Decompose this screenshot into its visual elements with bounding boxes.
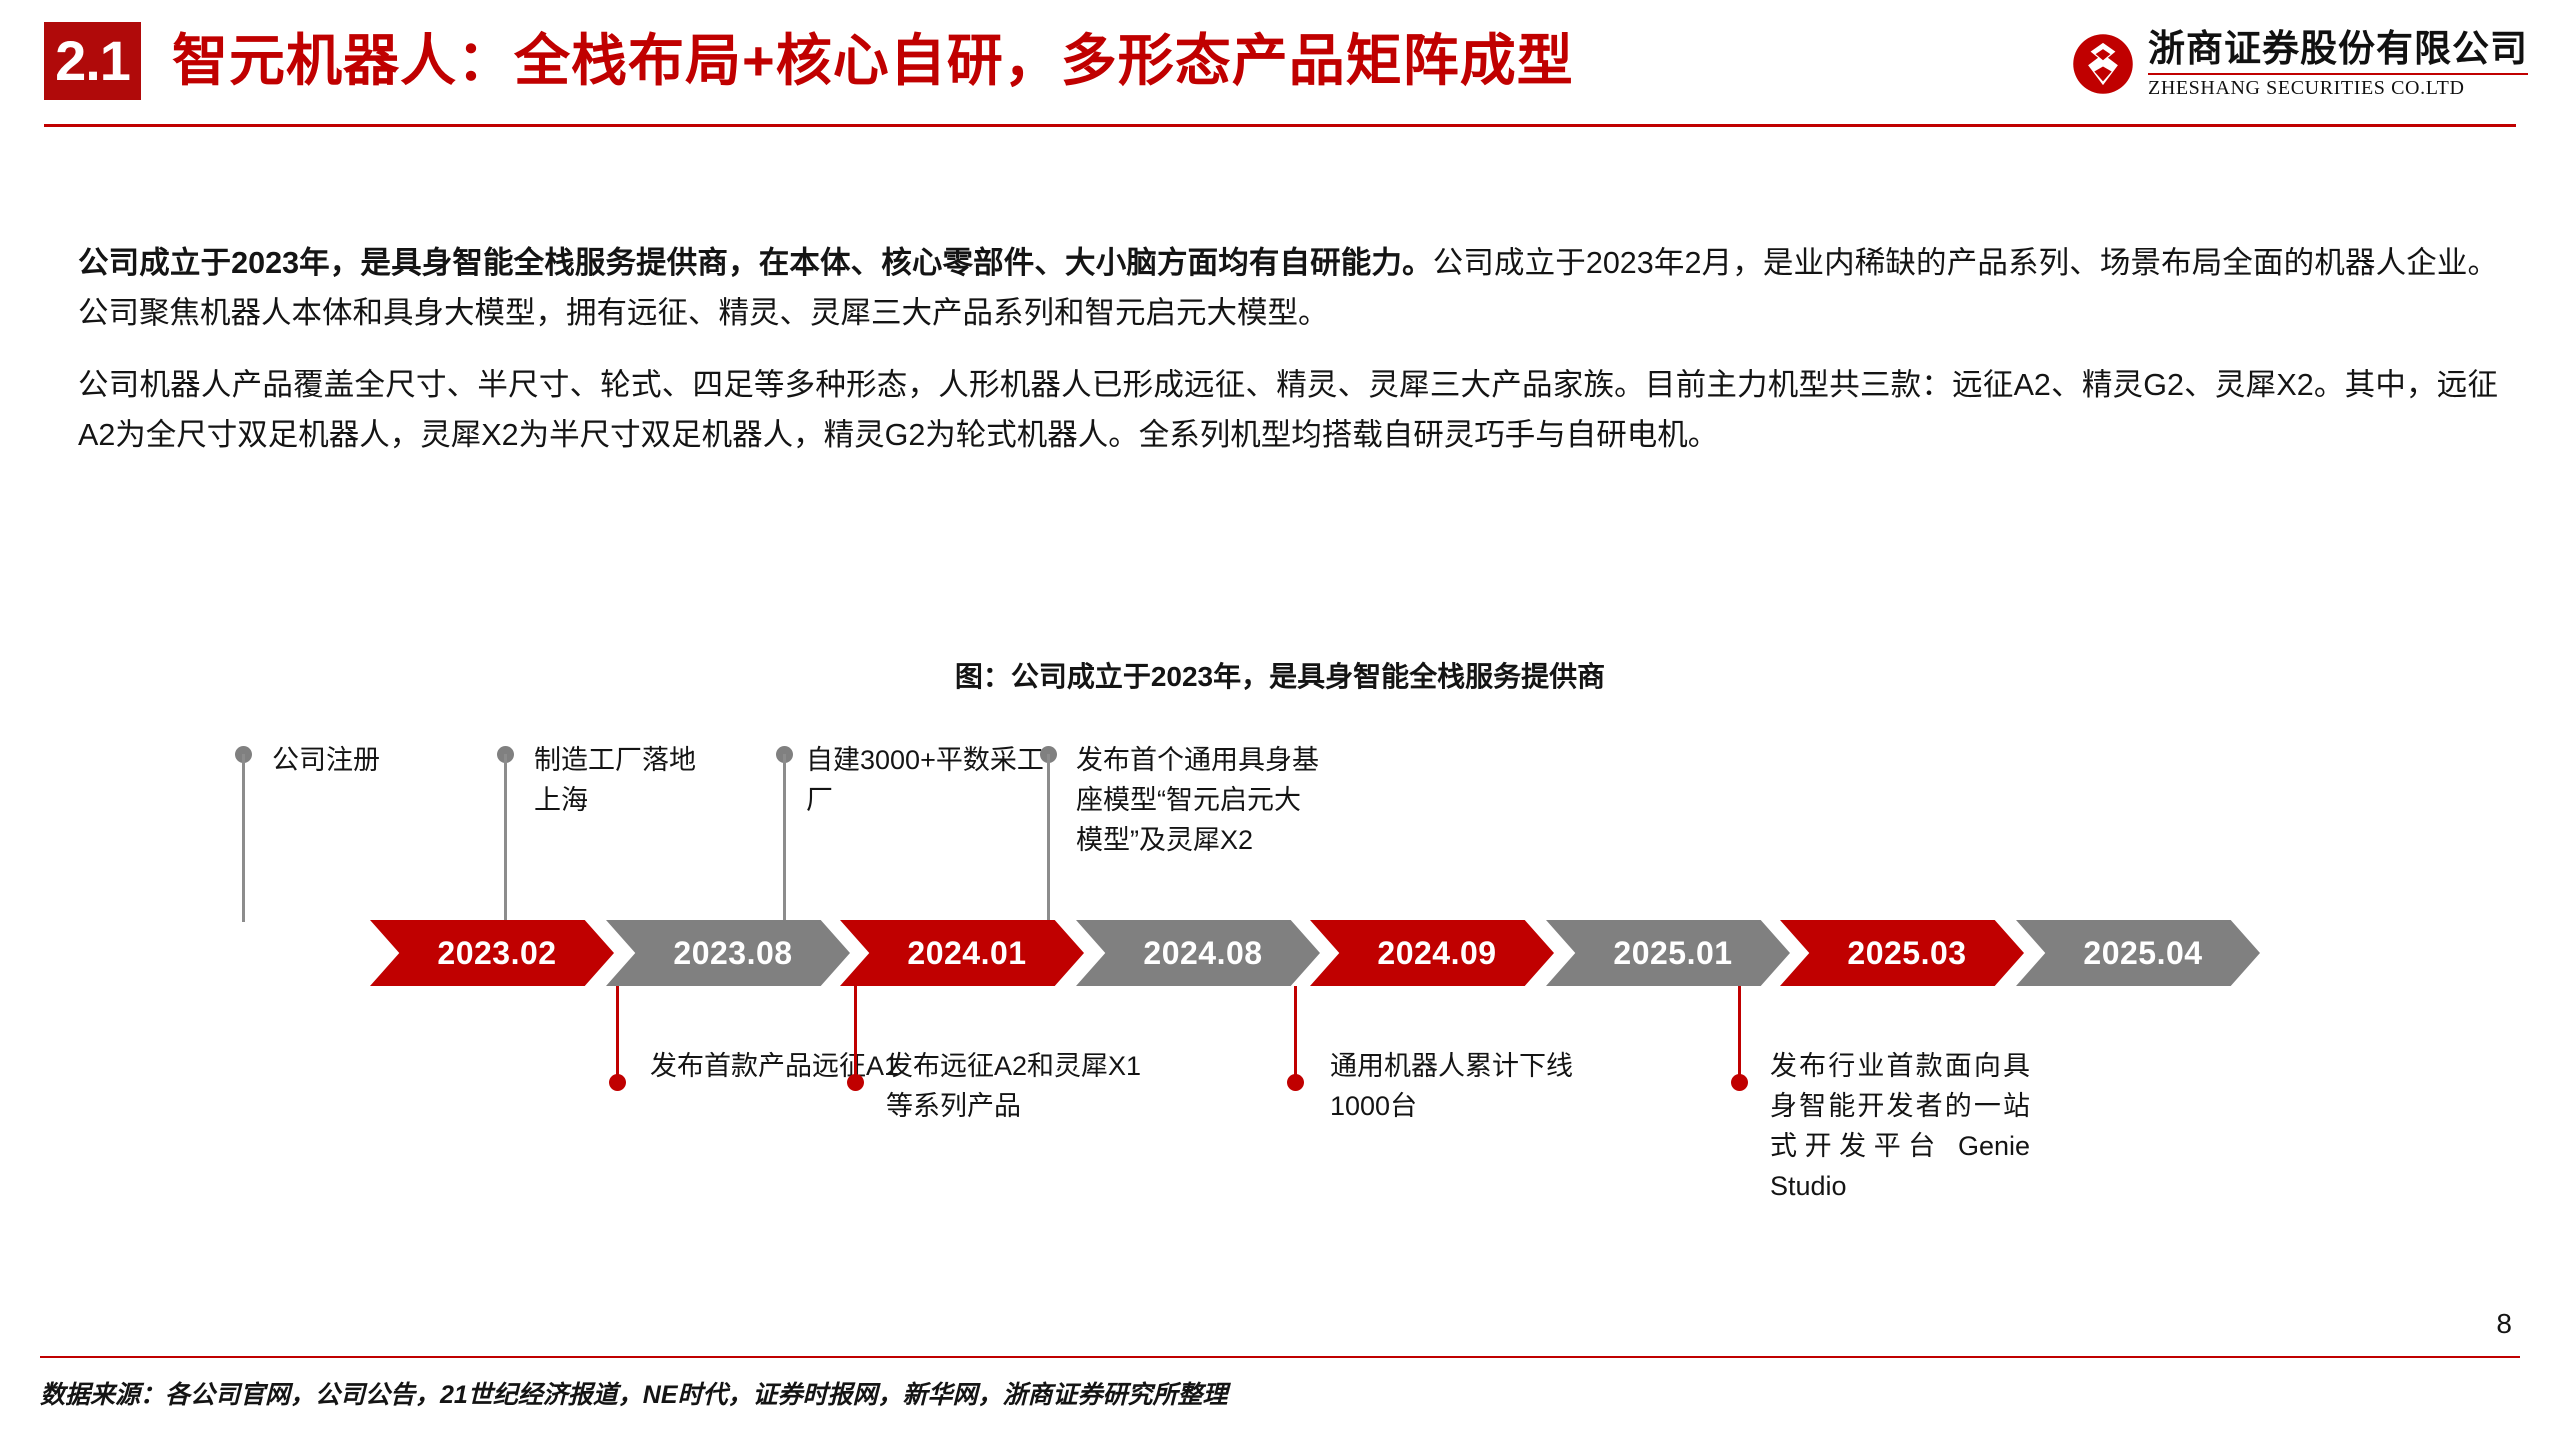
timeline-label-below-4: 发布行业首款面向具身智能开发者的一站式开发平台 Genie Studio — [1770, 1051, 2030, 1201]
header-divider — [44, 124, 2516, 127]
timeline-chevron-2[interactable]: 2023.08 — [606, 920, 850, 986]
timeline-stem-3 — [504, 754, 507, 922]
timeline-date-1: 2023.02 — [437, 934, 557, 971]
timeline-date-6: 2025.01 — [1613, 934, 1733, 971]
paragraph-1-lead: 公司成立于2023年，是具身智能全栈服务提供商，在本体、核心零部件、大小脑方面均… — [78, 246, 1433, 280]
timeline-date-5: 2024.09 — [1377, 934, 1497, 971]
section-number-badge: 2.1 — [44, 22, 141, 100]
timeline-chevron-8[interactable]: 2025.04 — [2016, 920, 2260, 986]
timeline-chevron-6[interactable]: 2025.01 — [1546, 920, 1790, 986]
logo-underline — [2148, 73, 2528, 75]
timeline-stem-6 — [1294, 986, 1297, 1080]
timeline-chevron-7[interactable]: 2025.03 — [1780, 920, 2024, 986]
timeline-stem-2 — [616, 986, 619, 1080]
timeline-node-dot-4 — [847, 1074, 864, 1091]
paragraph-1: 公司成立于2023年，是具身智能全栈服务提供商，在本体、核心零部件、大小脑方面均… — [78, 238, 2498, 338]
timeline-chevron-1[interactable]: 2023.02 — [370, 920, 614, 986]
page-number: 8 — [2496, 1308, 2512, 1339]
source-note: 数据来源：各公司官网，公司公告，21世纪经济报道，NE时代，证券时报网，新华网，… — [40, 1381, 1228, 1409]
timeline-label-below-1: 发布首款产品远征A1 — [650, 1051, 900, 1081]
timeline-date-4: 2024.08 — [1143, 934, 1263, 971]
timeline-stem-1 — [242, 754, 245, 922]
timeline-label-above-2: 制造工厂落地 上海 — [534, 745, 696, 815]
timeline-chevron-3[interactable]: 2024.01 — [840, 920, 1084, 986]
timeline-stem-8 — [1738, 986, 1741, 1080]
timeline-stem-4 — [854, 986, 857, 1080]
timeline-label-above-3: 自建3000+平数采工厂 — [806, 745, 1044, 815]
timeline-label-above-1: 公司注册 — [272, 745, 380, 775]
timeline-node-dot-8 — [1731, 1074, 1748, 1091]
timeline-node-dot-6 — [1287, 1074, 1304, 1091]
footer-divider — [40, 1356, 2520, 1358]
timeline-date-7: 2025.03 — [1847, 934, 1967, 971]
timeline-date-3: 2024.01 — [907, 934, 1027, 971]
timeline-chevron-5[interactable]: 2024.09 — [1310, 920, 1554, 986]
timeline-date-8: 2025.04 — [2083, 934, 2203, 971]
timeline-chevron-row: 2023.02 2023.08 2024.01 2024.08 2024.09 … — [370, 920, 2260, 986]
body-copy: 公司成立于2023年，是具身智能全栈服务提供商，在本体、核心零部件、大小脑方面均… — [78, 238, 2498, 482]
timeline-stem-7 — [1047, 754, 1050, 922]
timeline-chart: 公司注册 制造工厂落地 上海 自建3000+平数采工厂 发布首个通用具身基座模型… — [0, 740, 2560, 1300]
logo-company-cn: 浙商证券股份有限公司 — [2148, 29, 2528, 70]
logo-text-block: 浙商证券股份有限公司 ZHESHANG SECURITIES CO.LTD — [2148, 29, 2528, 99]
paragraph-1-rest: 公司成立于2023年2月，是业内稀缺的产品系列、场景布局全面的机器人企业。公司聚… — [78, 246, 2498, 330]
timeline-stem-5 — [783, 754, 786, 922]
timeline-chevron-4[interactable]: 2024.08 — [1076, 920, 1320, 986]
zheshang-securities-logo-icon — [2073, 34, 2133, 94]
timeline-label-above-4: 发布首个通用具身基座模型“智元启元大模型”及灵犀X2 — [1076, 745, 1319, 855]
slide-header: 2.1 智元机器人：全栈布局+核心自研，多形态产品矩阵成型 浙商证券股份有限公司… — [0, 0, 2560, 152]
timeline-label-below-3: 通用机器人累计下线1000台 — [1330, 1051, 1573, 1121]
timeline-date-2: 2023.08 — [673, 934, 793, 971]
logo-company-en: ZHESHANG SECURITIES CO.LTD — [2148, 77, 2465, 99]
paragraph-2: 公司机器人产品覆盖全尺寸、半尺寸、轮式、四足等多种形态，人形机器人已形成远征、精… — [78, 368, 2498, 452]
timeline-label-below-2: 发布远征A2和灵犀X1等系列产品 — [886, 1051, 1142, 1121]
page-title: 智元机器人：全栈布局+核心自研，多形态产品矩阵成型 — [172, 29, 1574, 92]
company-logo: 浙商证券股份有限公司 ZHESHANG SECURITIES CO.LTD — [2072, 24, 2528, 104]
figure-title: 图：公司成立于2023年，是具身智能全栈服务提供商 — [954, 661, 1606, 692]
timeline-node-dot-2 — [609, 1074, 626, 1091]
